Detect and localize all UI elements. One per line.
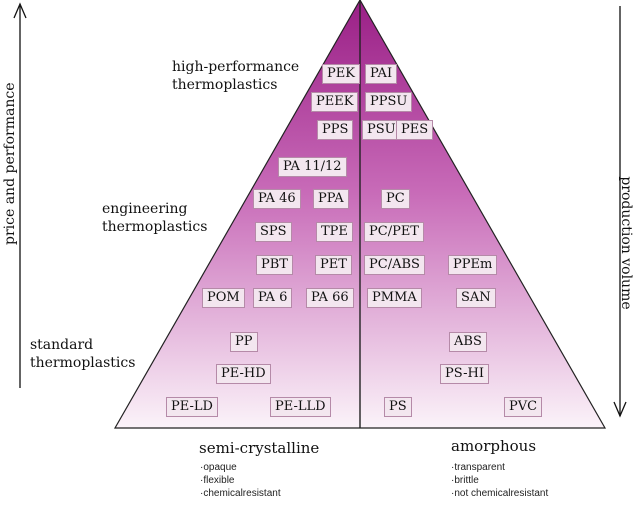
price-performance-label: price and performance [2, 82, 18, 246]
polymer-tag: PPS [317, 120, 354, 140]
amorphous-properties: transparent brittle not chemicalresistan… [451, 461, 548, 500]
polymer-tag: PE-HD [216, 364, 271, 384]
property-item: not chemicalresistant [451, 487, 548, 500]
property-item: brittle [451, 474, 548, 487]
polymer-tag: PES [396, 120, 434, 140]
polymer-tag: PEK [322, 64, 360, 84]
polymer-tag: PAI [365, 64, 398, 84]
polymer-tag: TPE [316, 222, 353, 242]
polymer-tag: PPSU [365, 92, 413, 112]
property-item: flexible [200, 474, 281, 487]
polymer-tag: PBT [256, 255, 293, 275]
production-volume-label: production volume [618, 176, 634, 310]
polymer-tag: PET [315, 255, 352, 275]
polymer-tag: PE-LLD [270, 397, 331, 417]
polymer-tag: PPEm [448, 255, 498, 275]
polymer-tag: PEEK [311, 92, 359, 112]
polymer-tag: SAN [456, 288, 496, 308]
polymer-tag: PC/PET [364, 222, 424, 242]
polymer-tag: ABS [449, 332, 487, 352]
polymer-tag: PA 66 [306, 288, 354, 308]
polymer-tag: PC [381, 189, 410, 209]
polymer-tag: PA 11/12 [278, 157, 347, 177]
polymer-tag: PA 46 [253, 189, 301, 209]
polymer-tag: PPA [313, 189, 349, 209]
polymer-tag: PE-LD [166, 397, 218, 417]
polymer-tag: PP [230, 332, 258, 352]
semi-crystalline-heading: semi-crystalline [199, 439, 320, 457]
polymer-tag: PSU [362, 120, 401, 140]
polymer-tag: PS-HI [440, 364, 489, 384]
polymer-tag: PMMA [367, 288, 422, 308]
polymer-tag: PS [384, 397, 412, 417]
property-item: chemicalresistant [200, 487, 280, 500]
polymer-tag: PA 6 [253, 288, 293, 308]
property-item: opaque [200, 461, 281, 474]
polymer-tag: PVC [504, 397, 543, 417]
polymer-tag: PC/ABS [364, 255, 425, 275]
amorphous-heading: amorphous [451, 437, 537, 455]
polymer-tag: SPS [255, 222, 292, 242]
property-item: transparent [451, 461, 548, 474]
polymer-tag: POM [202, 288, 245, 308]
semi-crystalline-properties: opaque flexible chemicalresistant [200, 461, 281, 500]
